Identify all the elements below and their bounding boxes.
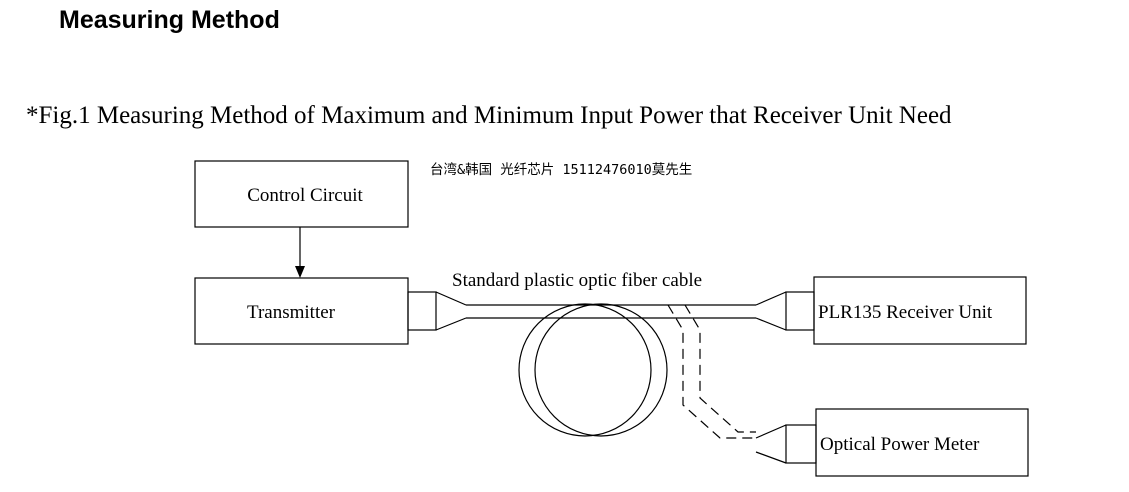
figure-caption: *Fig.1 Measuring Method of Maximum and M… bbox=[26, 102, 952, 129]
power-meter-label: Optical Power Meter bbox=[820, 434, 980, 455]
power-meter-box bbox=[815, 408, 1029, 477]
page-heading: Measuring Method bbox=[59, 6, 280, 34]
cable-label: Standard plastic optic fiber cable bbox=[452, 270, 702, 291]
receiver-box bbox=[813, 276, 1027, 345]
dashed-fiber-branch bbox=[667, 304, 756, 439]
control-arrow-head bbox=[295, 266, 305, 278]
watermark-text: 台湾&韩国 光纤芯片 15112476010莫先生 bbox=[430, 162, 693, 178]
fiber-coil bbox=[518, 303, 668, 437]
receiver-connector bbox=[755, 291, 815, 331]
receiver-label: PLR135 Receiver Unit bbox=[818, 302, 993, 323]
fiber-cable bbox=[466, 304, 756, 319]
transmitter-connector bbox=[407, 291, 467, 331]
control-circuit-box bbox=[194, 160, 409, 228]
power-meter-connector bbox=[755, 424, 817, 464]
transmitter-label: Transmitter bbox=[247, 302, 336, 323]
control-circuit-label: Control Circuit bbox=[247, 185, 363, 206]
